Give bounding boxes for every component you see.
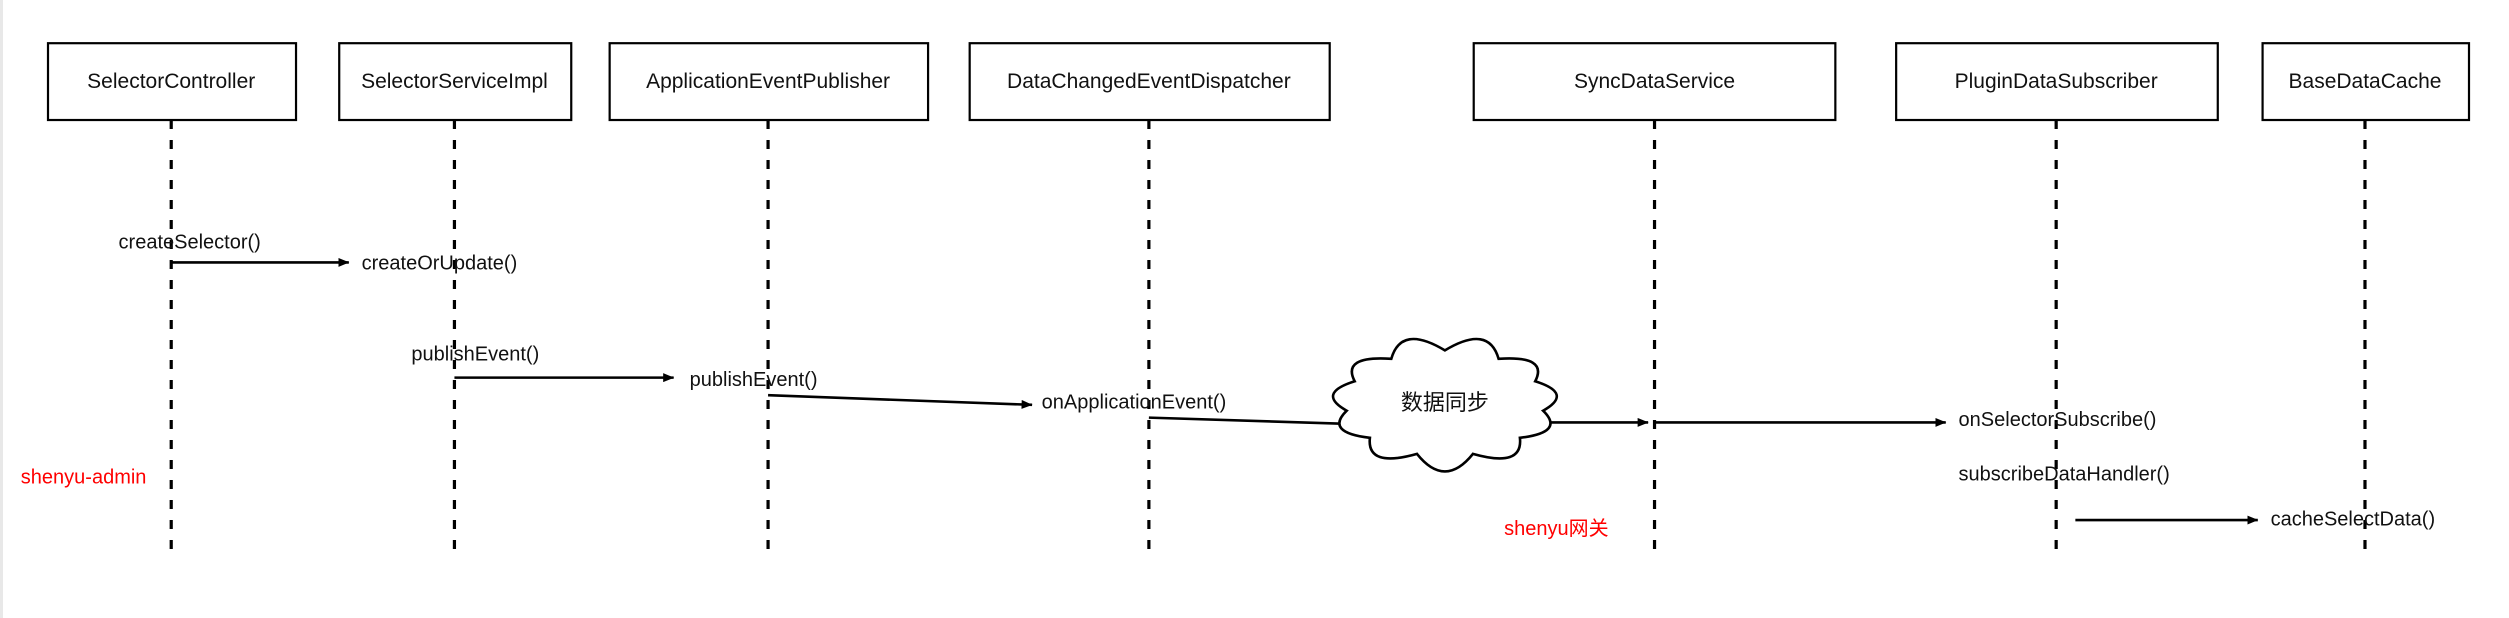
participant-label: SyncDataService <box>1574 70 1735 93</box>
message-label: onApplicationEvent() <box>1042 392 1227 414</box>
participant-selector-service-impl[interactable]: SelectorServiceImpl <box>338 42 573 561</box>
participant-box <box>608 42 930 122</box>
participant-base-data-cache[interactable]: BaseDataCache <box>2261 42 2471 561</box>
participant-application-event-publisher[interactable]: ApplicationEventPublisher <box>608 42 930 561</box>
cloud-layer: 数据同步 <box>1331 337 1558 473</box>
message-cache-select-data[interactable]: cacheSelectData() <box>2075 508 2435 530</box>
message-label: cacheSelectData() <box>2271 508 2436 530</box>
message-publish-event-1[interactable]: publishEvent() <box>411 344 675 383</box>
message-arrow <box>768 393 1033 409</box>
participant-box <box>1472 42 1837 122</box>
cloud-shape <box>1331 337 1558 473</box>
participant-label: ApplicationEventPublisher <box>646 70 890 93</box>
participant-sync-data-service[interactable]: SyncDataService <box>1472 42 1837 561</box>
participant-selector-controller[interactable]: SelectorController <box>46 42 298 561</box>
message-arrow <box>1148 416 1355 429</box>
message-create-selector[interactable]: createSelector() <box>119 232 350 267</box>
message-on-application-event[interactable]: onApplicationEvent() <box>1042 392 1355 429</box>
message-label: createOrUpdate() <box>362 252 518 274</box>
messages-layer: createSelector() createOrUpdate() publishE… <box>119 232 2436 531</box>
participant-plugin-data-subscriber[interactable]: PluginDataSubscriber <box>1895 42 2219 561</box>
participant-label: SelectorServiceImpl <box>361 70 548 93</box>
message-label: onSelectorSubscribe() <box>1959 409 2157 431</box>
message-label: createSelector() <box>119 232 261 254</box>
message-label: subscribeDataHandler() <box>1959 464 2170 486</box>
lifelines-layer: SelectorController SelectorServiceImpl App… <box>46 42 2471 561</box>
participant-label: DataChangedEventDispatcher <box>1007 70 1291 93</box>
message-subscribe-data-handler[interactable]: subscribeDataHandler() <box>1959 464 2170 486</box>
left-gutter-strip <box>0 0 3 618</box>
cloud-label: 数据同步 <box>1401 390 1489 415</box>
message-create-or-update[interactable]: createOrUpdate() <box>362 252 518 274</box>
zone-labels-layer: shenyu-admin shenyu网关 <box>21 467 1609 540</box>
participant-label: BaseDataCache <box>2289 70 2442 93</box>
cloud-data-sync-cloud: 数据同步 <box>1331 337 1558 473</box>
message-on-selector-subscribe[interactable]: onSelectorSubscribe() <box>1654 409 2157 431</box>
shenyu-admin-label: shenyu-admin <box>21 467 147 489</box>
participant-label: PluginDataSubscriber <box>1955 70 2158 93</box>
message-publish-event-2[interactable]: publishEvent() <box>690 369 1033 409</box>
message-label: publishEvent() <box>690 369 818 391</box>
shenyu-gateway-label: shenyu网关 <box>1504 517 1609 540</box>
participant-label: SelectorController <box>87 70 255 93</box>
participant-data-changed-event-dispatcher[interactable]: DataChangedEventDispatcher <box>968 42 1331 561</box>
message-label: publishEvent() <box>411 344 539 366</box>
